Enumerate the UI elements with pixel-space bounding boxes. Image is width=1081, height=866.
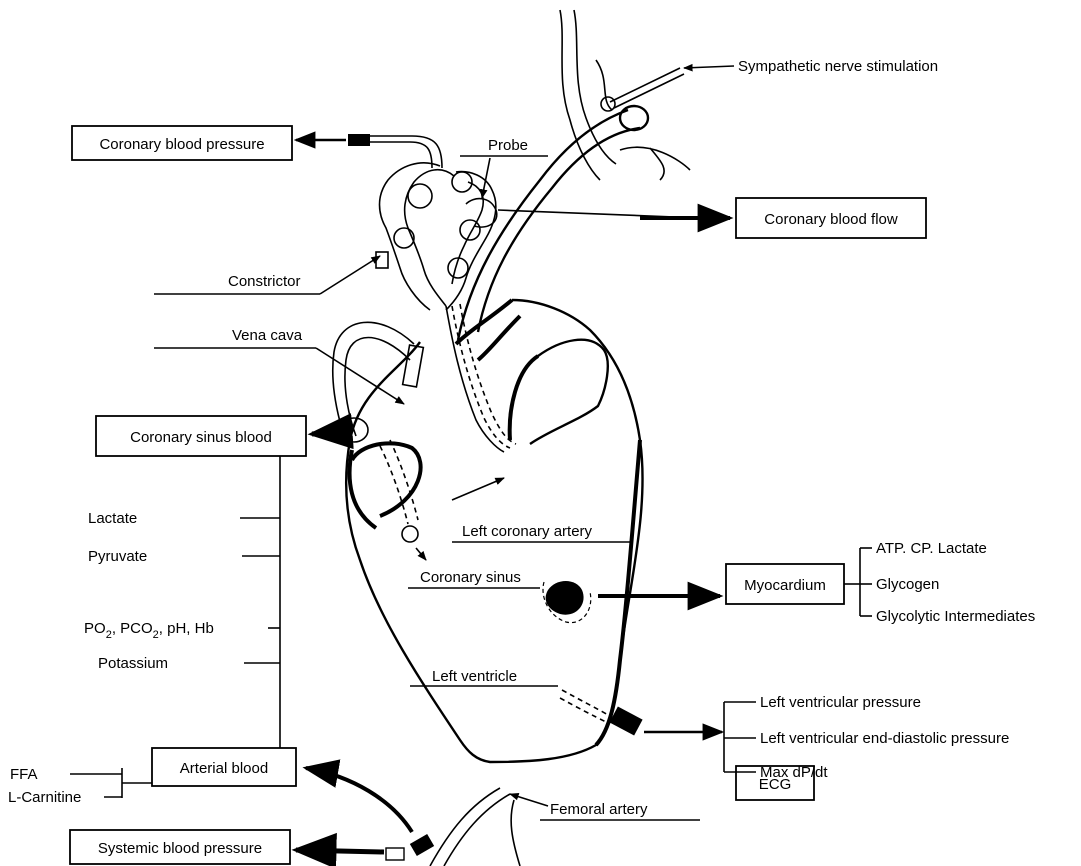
label-femoral-artery: Femoral artery [550,801,648,818]
measure-glycolytic-intermediates: Glycolytic Intermediates [876,608,1035,625]
box-label-coronary-sinus-blood: Coronary sinus blood [130,429,272,446]
box-label-coronary-blood-flow: Coronary blood flow [764,211,898,228]
measure-pyruvate: Pyruvate [88,548,147,565]
measure-max-dpdt: Max dP/dt [760,764,828,781]
box-coronary-sinus-blood: Coronary sinus blood [96,416,306,456]
measure-l-carnitine: L-Carnitine [8,789,81,806]
label-coronary-sinus: Coronary sinus [420,569,521,586]
measure-lv-pressure: Left ventricular pressure [760,694,921,711]
measure-lvedp: Left ventricular end-diastolic pressure [760,730,1009,747]
box-label-coronary-blood-pressure: Coronary blood pressure [99,136,264,153]
box-coronary-blood-flow: Coronary blood flow [736,198,926,238]
arrows [154,66,734,852]
box-systemic-blood-pressure: Systemic blood pressure [70,830,290,864]
measure-potassium: Potassium [98,655,168,672]
measure-glycogen: Glycogen [876,576,939,593]
measure-lactate: Lactate [88,510,137,527]
label-left-ventricle: Left ventricle [432,668,517,685]
label-sympathetic-nerve-stimulation: Sympathetic nerve stimulation [738,58,938,75]
measure-blood-gases: PO2, PCO2, pH, Hb [84,620,214,641]
box-arterial-blood: Arterial blood [152,748,296,786]
box-myocardium: Myocardium [726,564,844,604]
label-constrictor: Constrictor [228,273,301,290]
box-label-arterial-blood: Arterial blood [180,760,268,777]
label-vena-cava: Vena cava [232,327,303,344]
measure-ffa: FFA [10,766,38,783]
myocardium-biopsy-patch [543,581,591,623]
measure-atp-cp-lactate: ATP. CP. Lactate [876,540,987,557]
label-left-coronary-artery: Left coronary artery [462,523,593,540]
label-probe: Probe [488,137,528,154]
box-label-myocardium: Myocardium [744,577,826,594]
box-label-systemic-blood-pressure: Systemic blood pressure [98,840,262,857]
box-coronary-blood-pressure: Coronary blood pressure [72,126,292,160]
